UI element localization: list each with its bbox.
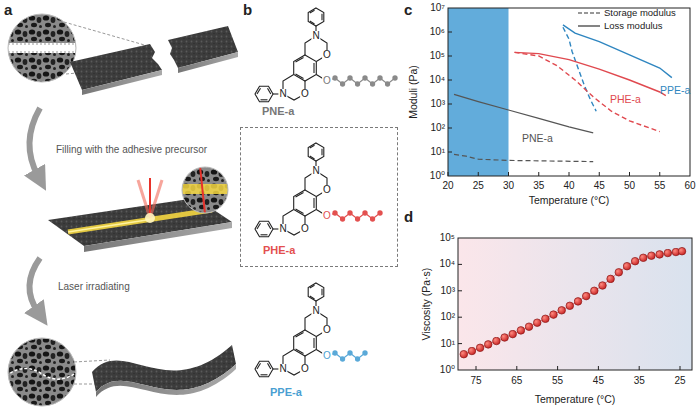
chart-label: 10⁶: [430, 26, 445, 38]
chart-label: 55: [552, 375, 563, 387]
laser-illustration: [48, 165, 232, 252]
atom-label: O: [300, 89, 310, 99]
chart-label: 10⁴: [440, 259, 455, 271]
chart-label: 25: [473, 180, 484, 192]
chart-label: 20: [442, 180, 453, 192]
atom-label: O: [300, 364, 310, 374]
chart-label: 45: [593, 375, 604, 387]
chart-label: PNE-a: [262, 105, 294, 118]
chart-label: 10³: [431, 98, 445, 110]
bent-sheet-illustration: [0, 336, 236, 412]
chart-label: d: [404, 208, 413, 225]
chart-label: 40: [563, 180, 574, 192]
chart-label: 10⁵: [440, 232, 455, 244]
atom-label: O: [322, 325, 332, 335]
chart-label: 10⁴: [430, 74, 445, 86]
atom-label: N: [278, 364, 287, 374]
chart-label: b: [243, 1, 252, 18]
chart-label: PPE-a: [660, 84, 690, 96]
chart-label: 10⁰: [440, 364, 455, 376]
chart-label: 10³: [441, 285, 455, 297]
chart-label: 10²: [441, 311, 455, 323]
axis-title: Viscosity (Pa·s): [420, 268, 432, 341]
chart-label: 10⁰: [430, 170, 445, 182]
legend-text: Storage modulus: [604, 8, 676, 19]
legend-sample: [578, 25, 600, 26]
legend-text: Loss modulus: [604, 21, 663, 32]
atom-label: O: [322, 50, 332, 60]
chart-label: Filling with the adhesive precursor: [56, 144, 207, 156]
atom-label: O: [322, 185, 332, 195]
chart-label: 65: [511, 375, 522, 387]
chart-label: 35: [634, 375, 645, 387]
chart-label: Temperature (°C): [529, 194, 610, 206]
chart-label: 25: [674, 375, 685, 387]
chart-label: Temperature (°C): [535, 393, 616, 405]
chart-label: 10¹: [441, 338, 455, 350]
process-arrow: [29, 258, 40, 312]
chart-label: a: [4, 1, 12, 18]
chemical-structure: [255, 8, 395, 377]
chart-label: PPE-a: [270, 386, 302, 399]
chart-label: 10⁷: [430, 2, 445, 14]
atom-label: O: [322, 76, 332, 86]
legend-sample: [578, 12, 600, 13]
chart-label: 45: [594, 180, 605, 192]
crack-illustration: [0, 10, 238, 95]
atom-label: O: [300, 224, 310, 234]
chart-label: 60: [684, 180, 695, 192]
atom-label: N: [311, 306, 320, 316]
chart-label: PHE-a: [610, 93, 641, 105]
highlight-box: PHE-a: [240, 127, 398, 267]
atom-label: N: [278, 89, 287, 99]
chart-label: 75: [470, 375, 481, 387]
chart-label: 10²: [431, 122, 445, 134]
chart-label: 10⁵: [430, 50, 445, 62]
chart-label: PNE-a: [522, 132, 553, 144]
atom-label: N: [311, 31, 320, 41]
chart-label: 30: [503, 180, 514, 192]
chart-label: Laser irradiating: [58, 281, 130, 293]
axis-title: Moduli (Pa): [407, 65, 419, 119]
chart-label: 50: [624, 180, 635, 192]
atom-label: N: [278, 224, 287, 234]
chart-label: c: [404, 1, 412, 18]
atom-label: N: [311, 166, 320, 176]
compound-name: PHE-a: [263, 244, 295, 257]
chart-label: 55: [654, 180, 665, 192]
moduli-chart: [448, 8, 690, 176]
viscosity-chart: [458, 238, 692, 370]
chart-label: 35: [533, 180, 544, 192]
process-arrow: [29, 108, 40, 176]
atom-label: O: [322, 351, 332, 361]
atom-label: O: [322, 211, 332, 221]
chart-label: 10¹: [431, 146, 445, 158]
